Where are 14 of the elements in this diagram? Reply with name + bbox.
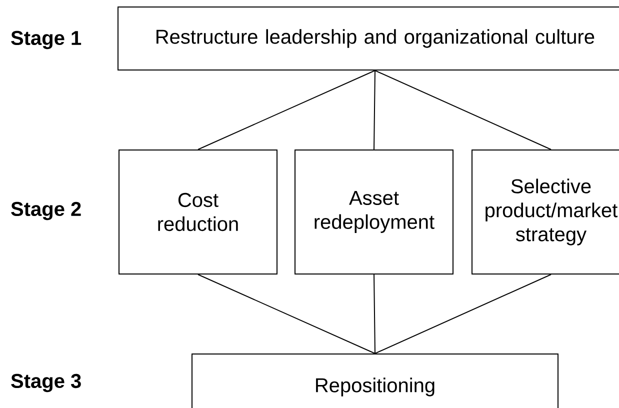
stage-label: Stage 3	[11, 374, 81, 392]
connector-line	[198, 70, 376, 150]
process-box: Restructure leadership and organizational culture	[118, 6, 619, 70]
stage-label: Stage 2	[11, 202, 81, 220]
process-box: Asset redeployment	[294, 150, 454, 274]
connector-line	[198, 274, 376, 354]
process-box: Repositioning	[192, 354, 558, 408]
connector-line	[374, 274, 552, 354]
process-box: Selective product/market strategy	[472, 150, 619, 274]
connector-line	[374, 274, 376, 354]
stage-label: Stage 1	[11, 30, 82, 50]
connector-line	[374, 70, 552, 150]
connector-line	[374, 70, 376, 150]
process-box: Cost reduction	[118, 150, 278, 274]
